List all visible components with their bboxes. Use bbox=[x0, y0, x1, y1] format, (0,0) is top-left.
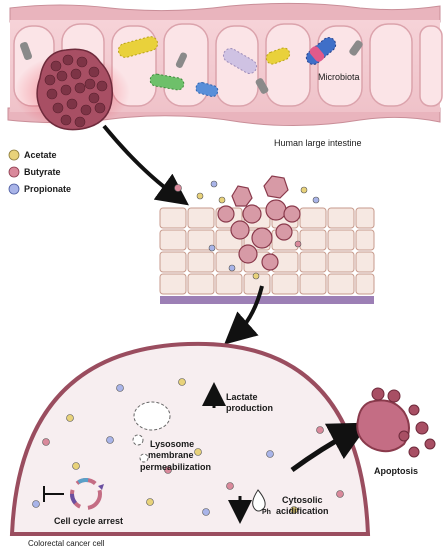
microbiota-label: Microbiota bbox=[318, 72, 360, 82]
lysosome-fragment bbox=[132, 434, 144, 446]
cell-cycle-label: Cell cycle arrest bbox=[54, 516, 123, 526]
arrow-to-tissue bbox=[102, 124, 189, 206]
lysosome-vesicle bbox=[133, 401, 171, 431]
bacterium-gray bbox=[20, 42, 32, 60]
bacterium-green bbox=[149, 73, 185, 91]
lysosome-fragment bbox=[139, 453, 149, 463]
bacterium-gray bbox=[255, 78, 269, 94]
legend-butyrate-swatch bbox=[8, 166, 20, 178]
lysosome bbox=[132, 401, 171, 463]
cancer-cell-panel: Lysosome membrane permeabilization Lacta… bbox=[9, 341, 371, 548]
lactate-label-line2: production bbox=[226, 403, 273, 413]
apoptosis-label: Apoptosis bbox=[374, 466, 418, 476]
legend-butyrate-label: Butyrate bbox=[24, 167, 61, 177]
intestine-label: Human large intestine bbox=[274, 138, 362, 148]
bacterium-pink bbox=[309, 46, 325, 62]
cytosolic-label-line1: Cytosolic bbox=[282, 495, 323, 505]
tumor-texture bbox=[44, 54, 108, 128]
legend-propionate-label: Propionate bbox=[24, 184, 71, 194]
bacterium-yellow bbox=[265, 47, 291, 65]
bacterium-yellow bbox=[117, 36, 159, 58]
lactate-label-line1: Lactate bbox=[226, 392, 258, 402]
lysosome-label-line2: membrane bbox=[148, 450, 194, 460]
ph-label: Ph bbox=[262, 509, 271, 516]
inhibit-icon bbox=[43, 486, 64, 502]
tissue-scfa-dots bbox=[174, 180, 320, 280]
legend: Acetate Butyrate Propionate bbox=[8, 149, 71, 195]
cell-cycle-icon bbox=[70, 478, 104, 510]
legend-acetate-swatch bbox=[8, 149, 20, 161]
bacterium-lavender bbox=[222, 48, 258, 74]
microbiota-bacteria bbox=[20, 36, 363, 98]
apoptotic-blebs bbox=[371, 387, 436, 458]
arrow-to-apoptosis bbox=[290, 422, 370, 473]
lysosome-label-line1: Lysosome bbox=[150, 439, 194, 449]
droplet-icon bbox=[252, 489, 266, 512]
legend-acetate-label: Acetate bbox=[24, 150, 57, 160]
tissue-panel bbox=[159, 175, 375, 304]
lysosome-label-line3: permeabilization bbox=[140, 462, 211, 472]
bacterium-gray bbox=[349, 40, 363, 56]
legend-propionate-swatch bbox=[8, 183, 20, 195]
cell-scfa-dots bbox=[32, 378, 344, 516]
arrow-to-cancer-cell bbox=[224, 285, 264, 345]
bacterium-gray bbox=[175, 52, 188, 68]
tissue-base-membrane bbox=[160, 296, 374, 304]
bacterium-blue bbox=[195, 81, 219, 98]
cytosolic-label-line2: acidification bbox=[276, 506, 329, 516]
apoptotic-cell: Apoptosis bbox=[356, 387, 436, 476]
intestine-wall-top bbox=[9, 2, 441, 23]
tumor-cells-cluster bbox=[217, 175, 301, 271]
intestine-panel: Microbiota Human large intestine bbox=[7, 2, 443, 148]
cancer-cell-label: Colorectal cancer cell bbox=[28, 539, 105, 548]
apoptotic-body bbox=[356, 399, 410, 453]
tissue-cells bbox=[159, 207, 375, 295]
